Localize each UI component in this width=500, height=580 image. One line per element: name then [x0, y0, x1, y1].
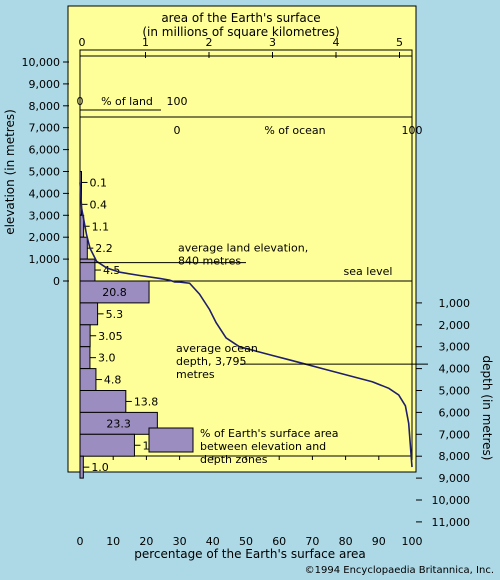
land-axis-end: 100	[167, 95, 188, 108]
bar-label: 5.3	[106, 308, 124, 321]
top-axis-tick-label: 5	[396, 36, 403, 49]
legend-text-line3: depth zones	[200, 453, 268, 466]
bar-label: 0.4	[90, 198, 108, 211]
left-axis-tick-label: 2,000	[29, 231, 61, 244]
land-avg-label-line2: 840 metres	[178, 255, 241, 268]
left-axis-label: elevation (in metres)	[3, 109, 17, 235]
ocean-axis: 0 % of ocean 100	[80, 116, 423, 137]
right-axis-tick-label: 7,000	[439, 428, 471, 441]
bar	[79, 324, 91, 348]
left-axis-tick-label: 10,000	[22, 56, 61, 69]
bar	[79, 368, 97, 392]
left-axis-tick-label: 8,000	[29, 100, 61, 113]
right-axis-tick-label: 3,000	[439, 341, 471, 354]
ocean-axis-end: 100	[402, 124, 423, 137]
bar-label: 3.05	[98, 330, 123, 343]
right-axis-tick-label: 11,000	[432, 516, 471, 529]
hypsographic-curve	[79, 182, 413, 468]
top-axis-tick-label: 4	[333, 36, 340, 49]
top-axis-title-line1: area of the Earth's surface	[161, 11, 320, 25]
bar	[79, 455, 84, 479]
right-axis-tick-label: 2,000	[439, 319, 471, 332]
top-axis-tick-label: 0	[79, 36, 86, 49]
top-axis-ticks: 0 1 2 3 4 5	[79, 36, 403, 58]
bar-label: 1.1	[92, 220, 110, 233]
bottom-axis-tick-label: 0	[77, 535, 84, 548]
left-axis-ticks: 10,000 9,000 8,000 7,000 6,000 5,000 4,000 3,00…	[22, 56, 69, 288]
bar-label: 1.0	[91, 461, 109, 474]
legend-text-line1: % of Earth's surface area	[200, 427, 338, 440]
left-axis-tick-label: 5,000	[29, 166, 61, 179]
bottom-axis-tick-label: 60	[272, 535, 286, 548]
bar	[79, 302, 99, 326]
bottom-axis-ticks: 0 10 20 30 40 50 60 70 80 90 100	[77, 456, 423, 548]
right-axis-tick-label: 4,000	[439, 363, 471, 376]
right-axis-tick-label: 9,000	[439, 472, 471, 485]
bottom-axis-tick-label: 100	[402, 535, 423, 548]
ocean-avg-label-line2: depth, 3,795	[176, 355, 247, 368]
right-axis-tick-label: 10,000	[432, 494, 471, 507]
ocean-avg-label-line1: average ocean	[176, 342, 258, 355]
bar	[79, 433, 135, 457]
bottom-axis-tick-label: 80	[339, 535, 353, 548]
sea-level-label: sea level	[344, 265, 393, 278]
right-axis-tick-label: 5,000	[439, 385, 471, 398]
bar	[79, 346, 91, 370]
ocean-axis-start: 0	[174, 124, 181, 137]
legend-swatch	[148, 427, 194, 453]
bottom-axis-tick-label: 40	[206, 535, 220, 548]
left-axis-tick-label: 3,000	[29, 209, 61, 222]
bottom-axis-tick-label: 70	[305, 535, 319, 548]
bottom-axis-label: percentage of the Earth's surface area	[134, 547, 366, 561]
bar-label: 2.2	[95, 242, 113, 255]
land-axis-start: 0	[77, 95, 84, 108]
left-axis-tick-label: 7,000	[29, 122, 61, 135]
ocean-avg-label-line3: metres	[176, 368, 215, 381]
left-axis-tick-label: 4,000	[29, 187, 61, 200]
land-axis: 0 % of land 100	[77, 95, 188, 111]
bar-label: 23.3	[106, 417, 131, 430]
top-axis-tick-label: 1	[142, 36, 149, 49]
bottom-axis-tick-label: 20	[139, 535, 153, 548]
right-axis-tick-label: 1,000	[439, 297, 471, 310]
right-axis-label: depth (in metres)	[480, 356, 494, 461]
left-axis-tick-label: 6,000	[29, 144, 61, 157]
bar-label: 0.1	[90, 176, 108, 189]
top-axis-tick-label: 3	[269, 36, 276, 49]
left-axis-tick-label: 0	[53, 275, 60, 288]
right-axis-tick-label: 6,000	[439, 406, 471, 419]
copyright-credit: ©1994 Encyclopaedia Britannica, Inc.	[304, 565, 494, 576]
top-axis-tick-label: 2	[206, 36, 213, 49]
bottom-axis-tick-label: 30	[173, 535, 187, 548]
bar-label: 13.8	[134, 395, 159, 408]
right-axis-ticks: 1,000 2,000 3,000 4,000 5,000 6,000 7,000 8,000…	[416, 297, 470, 529]
legend-text-line2: between elevation and	[200, 440, 326, 453]
bar-label: 4.8	[104, 374, 122, 387]
bar	[79, 236, 88, 260]
bottom-axis-tick-label: 10	[106, 535, 120, 548]
left-axis-tick-label: 9,000	[29, 78, 61, 91]
bottom-axis-tick-label: 90	[372, 535, 386, 548]
left-axis-tick-label: 1,000	[29, 253, 61, 266]
bar	[79, 390, 127, 413]
right-axis-tick-label: 8,000	[439, 450, 471, 463]
top-axis-title-line2: (in millions of square kilometres)	[142, 25, 339, 39]
land-avg-label-line1: average land elevation,	[178, 242, 308, 255]
ocean-axis-label: % of ocean	[264, 124, 325, 137]
bar-label: 20.8	[102, 286, 127, 299]
bar-label: 3.0	[98, 352, 116, 365]
bar-label: 4.5	[103, 264, 121, 277]
land-axis-label: % of land	[101, 95, 153, 108]
bottom-axis-tick-label: 50	[239, 535, 253, 548]
